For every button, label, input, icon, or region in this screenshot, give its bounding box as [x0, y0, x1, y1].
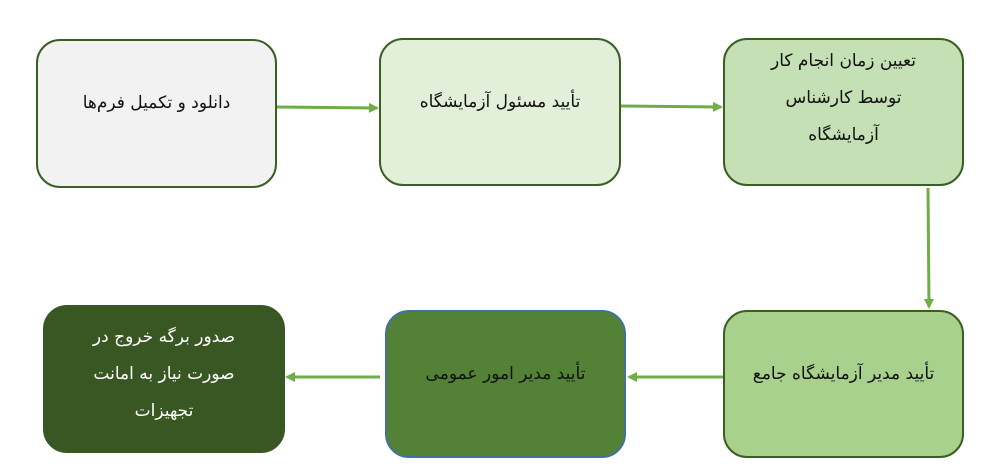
step-label: تأیید مسئول آزمایشگاه — [419, 91, 581, 112]
step-label: صدور برگه خروج در صورت نیاز به امانت تجه… — [92, 326, 236, 421]
step-central-lab-manager-approval: تأیید مدیر آزمایشگاه جامع — [723, 310, 964, 458]
arrow-3-to-4 — [923, 187, 934, 309]
step-label: تعیین زمان انجام کار توسط کارشناس آزمایش… — [771, 50, 916, 145]
arrow-2-to-3 — [620, 101, 723, 112]
step-label: تأیید مدیر امور عمومی — [425, 363, 586, 384]
step-label: دانلود و تکمیل فرم‌ها — [82, 93, 231, 113]
step-download-forms: دانلود و تکمیل فرم‌ها — [36, 39, 277, 188]
step-label: تأیید مدیر آزمایشگاه جامع — [752, 363, 935, 384]
step-lab-supervisor-approval: تأیید مسئول آزمایشگاه — [379, 38, 621, 186]
arrow-1-to-2 — [276, 102, 379, 113]
step-issue-exit-permit: صدور برگه خروج در صورت نیاز به امانت تجه… — [43, 305, 285, 453]
step-schedule-by-lab-expert: تعیین زمان انجام کار توسط کارشناس آزمایش… — [723, 38, 964, 186]
step-general-affairs-manager-approval: تأیید مدیر امور عمومی — [385, 310, 626, 458]
